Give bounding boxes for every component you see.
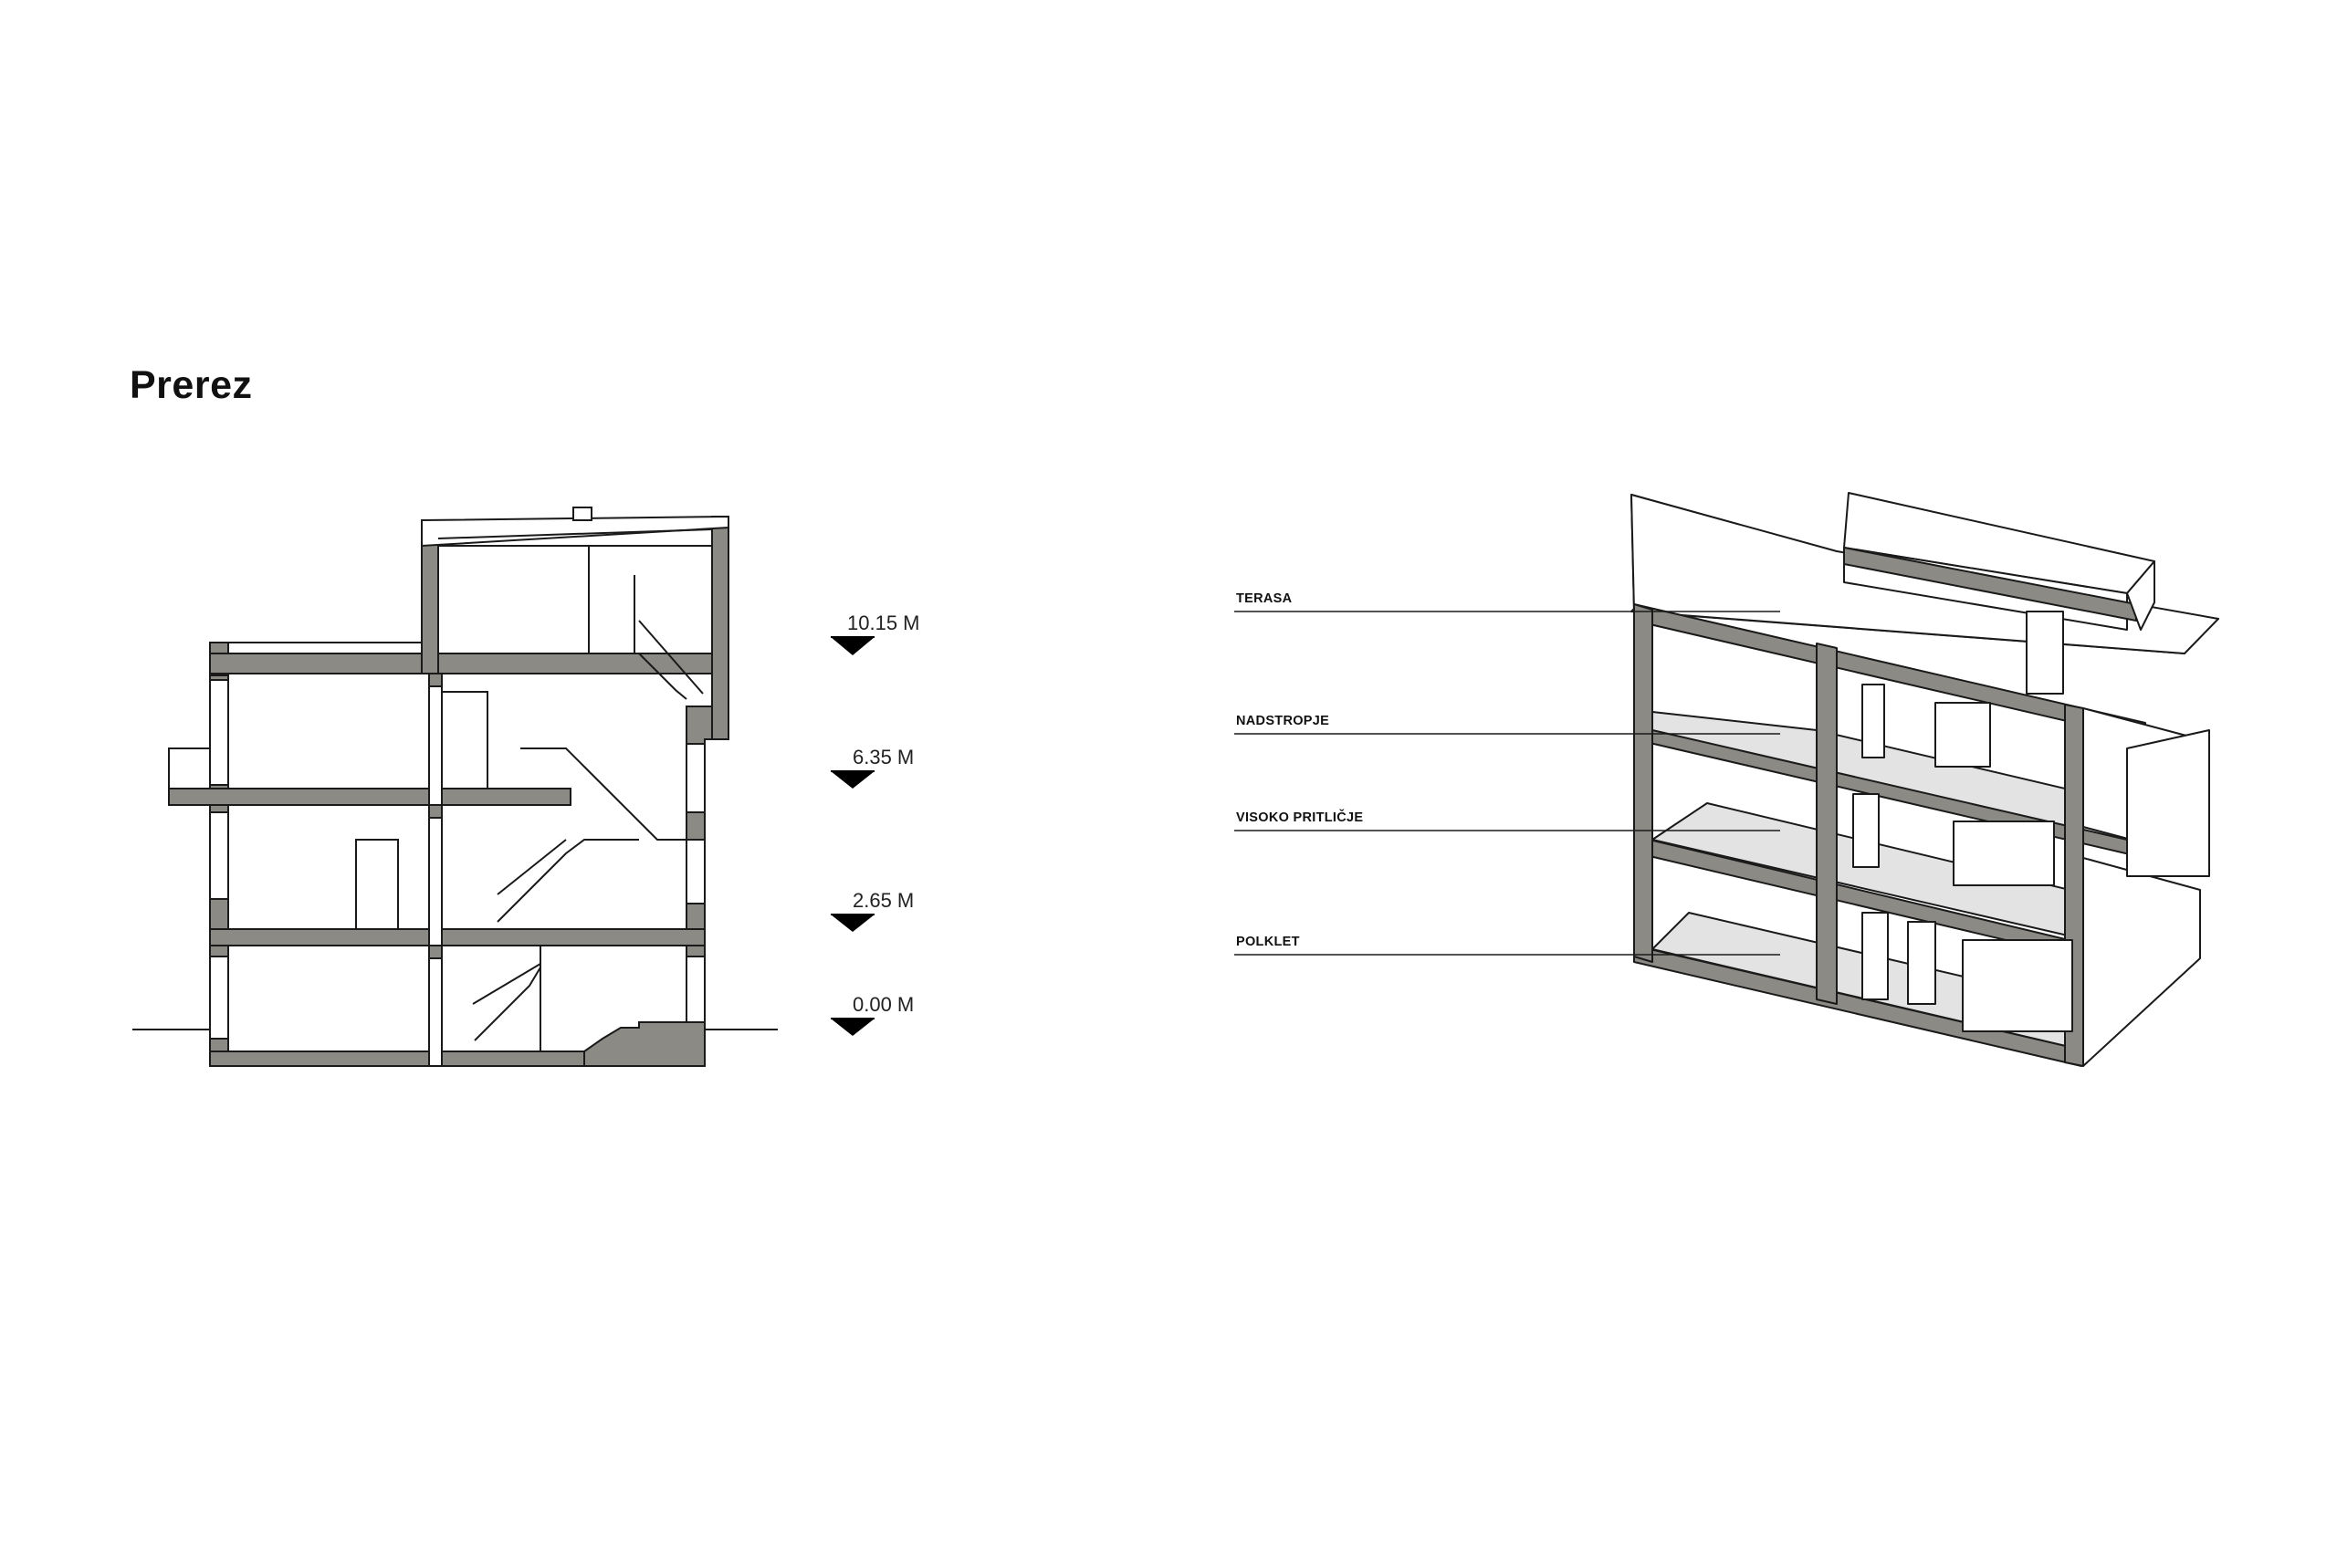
penthouse-roof (421, 515, 729, 548)
stair-mid-rail (497, 839, 567, 895)
left-window-mid (209, 811, 229, 900)
door-upper (441, 691, 488, 789)
floor-labels: TERASA NADSTROPJE VISOKO PRITLIČJE POLKL… (1234, 591, 1780, 956)
left-window-top (209, 679, 229, 786)
mid-column-1 (1816, 643, 1838, 1005)
level-marker-2-65: 2.65 M (831, 889, 914, 932)
penthouse-right-wall (711, 516, 729, 740)
stair-top-rail (638, 620, 704, 695)
level-label: 6.35 M (853, 746, 914, 768)
slab-2-65 (209, 928, 706, 946)
terrace-roof-slab (209, 642, 423, 654)
level-markers: 10.15 M 6.35 M 2.65 M 0.00 M (831, 612, 920, 1036)
door-2 (1907, 921, 1936, 1005)
slab-6-35 (168, 788, 571, 806)
axonometric-drawing (1630, 492, 2219, 1067)
door-1 (1861, 912, 1889, 1000)
east-wall-lower (2082, 857, 2201, 1067)
roof-inner-line (437, 528, 713, 539)
level-marker-0-00: 0.00 M (831, 993, 914, 1036)
level-triangle (831, 771, 875, 789)
inner-wall-cap-1 (428, 673, 443, 687)
inner-wall-cap-3 (428, 945, 443, 959)
right-window-mid (686, 839, 706, 904)
level-triangle (831, 1019, 875, 1036)
floor-label-polklet: POLKLET (1234, 935, 1780, 956)
floor-label: VISOKO PRITLIČJE (1236, 809, 1363, 825)
floor-label: POLKLET (1236, 935, 1300, 949)
penthouse-side (2126, 560, 2155, 631)
left-wall (1633, 603, 1653, 963)
level-triangle (831, 915, 875, 932)
floor-label-terasa: TERASA (1234, 591, 1780, 612)
penthouse-front-band (1843, 547, 2137, 622)
floor-label: NADSTROPJE (1236, 714, 1329, 728)
window-4 (2026, 611, 2064, 695)
stair-low-rail (472, 963, 541, 1005)
inner-wall (428, 673, 443, 1067)
basement-step (583, 1021, 706, 1067)
door-3 (1852, 793, 1880, 868)
stair-low (474, 967, 541, 1041)
window-3 (1962, 939, 2073, 1032)
right-window-low (686, 956, 706, 1030)
level-label: 2.65 M (853, 889, 914, 912)
window-2 (1953, 821, 2055, 886)
section-drawing (132, 507, 778, 1067)
level-marker-10-15: 10.15 M (831, 612, 920, 655)
window-1 (1934, 702, 1991, 768)
left-window-low (209, 956, 229, 1040)
level-marker-6-35: 6.35 M (831, 746, 914, 789)
door-4 (1861, 684, 1885, 758)
stair-top (638, 653, 687, 700)
door-mid (355, 839, 399, 930)
balcony-railing (168, 747, 211, 789)
level-label: 0.00 M (853, 993, 914, 1016)
floor-label: TERASA (1236, 591, 1293, 606)
inner-wall-cap-2 (428, 804, 443, 819)
level-triangle (831, 637, 875, 655)
floor-label-nadstropje: NADSTROPJE (1234, 714, 1780, 735)
roof-vent (572, 507, 592, 521)
right-window-top (686, 743, 706, 813)
stair-upper (520, 747, 686, 841)
east-slab (2126, 729, 2210, 877)
floor-label-visoko-pritlicje: VISOKO PRITLIČJE (1234, 809, 1780, 831)
level-label: 10.15 M (847, 612, 920, 634)
stair-mid (497, 839, 639, 923)
sheet-title: Prerez (130, 363, 253, 407)
